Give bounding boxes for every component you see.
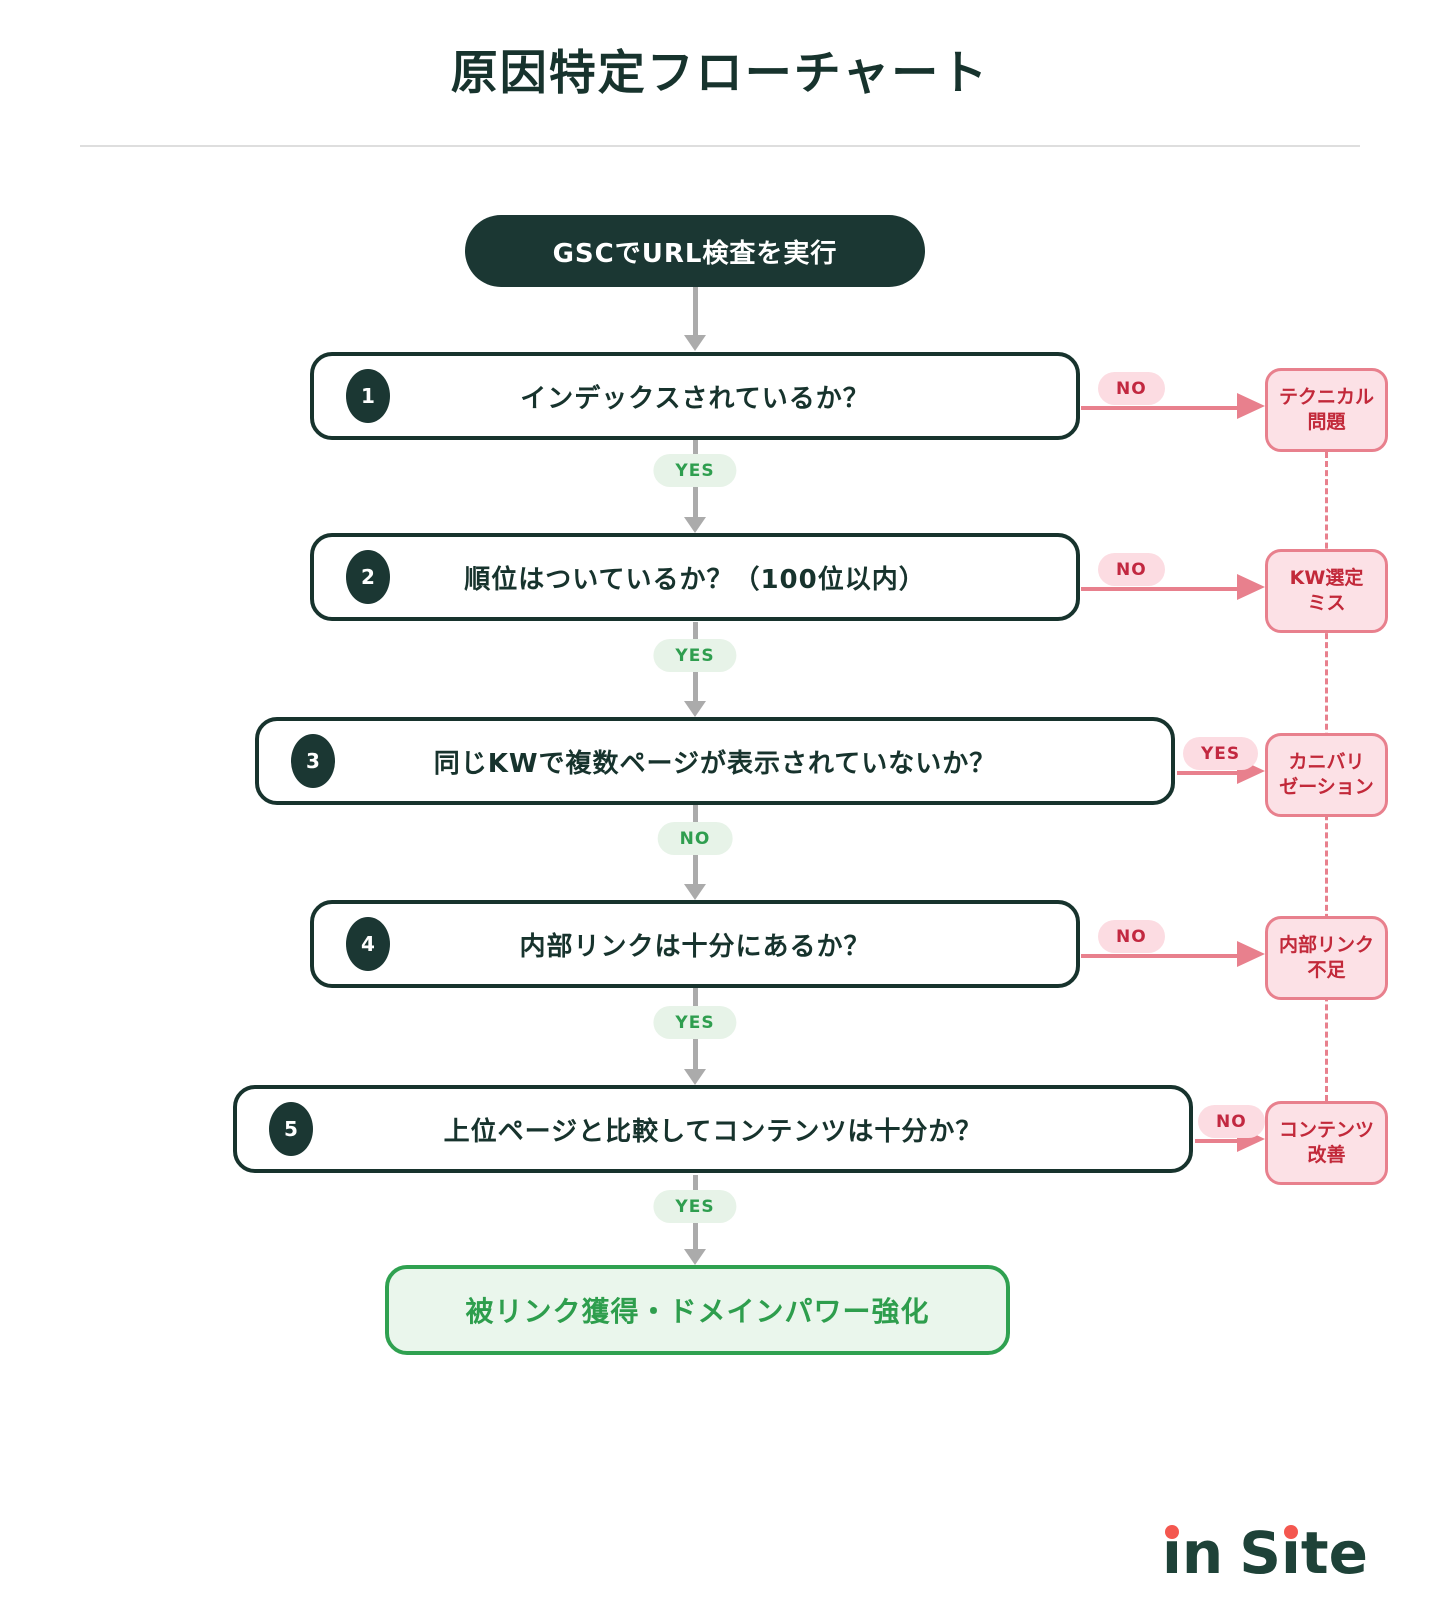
- branch-connector-q3: [1177, 771, 1243, 775]
- flow-label-after-q4: YES: [653, 1006, 737, 1039]
- branch-label-q1: NO: [1098, 372, 1165, 405]
- result-text: コンテンツ: [1278, 1119, 1374, 1142]
- logo-word-in: ın: [1162, 1519, 1224, 1587]
- result-box-technical-issue: テクニカル 問題: [1265, 368, 1388, 452]
- result-box-content-improvement: コンテンツ 改善: [1265, 1101, 1388, 1185]
- title-divider: [80, 145, 1360, 147]
- start-node-label: GSCでURL検査を実行: [552, 238, 838, 269]
- arrow-down-icon: [684, 1069, 706, 1085]
- step-number-badge: 5: [269, 1102, 313, 1156]
- result-box-kw-selection-miss: KW選定 ミス: [1265, 549, 1388, 633]
- result-text: 改善: [1307, 1144, 1346, 1166]
- arrow-right-icon: [1237, 574, 1265, 600]
- flow-label-after-q3: NO: [657, 822, 733, 855]
- logo-dot-icon: [1283, 1525, 1298, 1539]
- flow-label-after-q1: YES: [653, 454, 737, 487]
- step-number-badge: 2: [346, 550, 390, 604]
- start-node: GSCでURL検査を実行: [465, 215, 925, 287]
- page-title: 原因特定フローチャート: [450, 46, 990, 101]
- question-box-4: 4 内部リンクは十分にあるか？: [310, 900, 1080, 988]
- arrow-right-icon: [1237, 941, 1265, 967]
- question-box-3: 3 同じKWで複数ページが表示されていないか？: [255, 717, 1175, 805]
- arrow-right-icon: [1237, 393, 1265, 419]
- branch-connector-q1: [1081, 406, 1243, 410]
- branch-label-q5: NO: [1198, 1105, 1265, 1138]
- flow-label-after-q5: YES: [653, 1190, 737, 1223]
- question-box-2: 2 順位はついているか？（100位以内）: [310, 533, 1080, 621]
- result-text: カニバリ: [1288, 751, 1365, 774]
- arrow-down-icon: [684, 884, 706, 900]
- end-node: 被リンク獲得・ドメインパワー強化: [385, 1265, 1010, 1355]
- branch-label-q2: NO: [1098, 553, 1165, 586]
- branch-connector-q5: [1195, 1139, 1243, 1143]
- flow-label-after-q2: YES: [653, 639, 737, 672]
- result-text: 内部リンク: [1278, 934, 1374, 957]
- end-node-label: 被リンク獲得・ドメインパワー強化: [465, 1295, 930, 1328]
- question-box-1: 1 インデックスされているか？: [310, 352, 1080, 440]
- arrow-down-icon: [684, 1249, 706, 1265]
- arrow-down-icon: [684, 517, 706, 533]
- result-text: ゼーション: [1279, 776, 1374, 798]
- step-number-badge: 3: [291, 734, 335, 788]
- logo-dot-icon: [1164, 1525, 1179, 1539]
- arrow-down-icon: [684, 701, 706, 717]
- question-text: 内部リンクは十分にあるか？: [519, 931, 871, 962]
- result-text: KW選定: [1289, 567, 1364, 590]
- result-text: 不足: [1307, 959, 1346, 981]
- result-text: ミス: [1307, 592, 1346, 614]
- result-box-cannibalization: カニバリ ゼーション: [1265, 733, 1388, 817]
- question-text: 順位はついているか？（100位以内）: [464, 564, 926, 595]
- step-number-badge: 4: [346, 917, 390, 971]
- step-number-badge: 1: [346, 369, 390, 423]
- question-text: 同じKWで複数ページが表示されていないか？: [433, 748, 997, 779]
- connector-start-to-q1: [693, 287, 698, 335]
- result-text: 問題: [1307, 411, 1346, 433]
- result-text: テクニカル: [1278, 386, 1374, 409]
- question-text: 上位ページと比較してコンテンツは十分か？: [443, 1116, 983, 1147]
- question-text: インデックスされているか？: [520, 383, 870, 414]
- branch-connector-q2: [1081, 587, 1243, 591]
- arrow-down-icon: [684, 335, 706, 351]
- branch-label-q3: YES: [1183, 737, 1259, 770]
- question-box-5: 5 上位ページと比較してコンテンツは十分か？: [233, 1085, 1193, 1173]
- branch-label-q4: NO: [1098, 920, 1165, 953]
- result-box-internal-links-lack: 内部リンク 不足: [1265, 916, 1388, 1000]
- branch-connector-q4: [1081, 954, 1243, 958]
